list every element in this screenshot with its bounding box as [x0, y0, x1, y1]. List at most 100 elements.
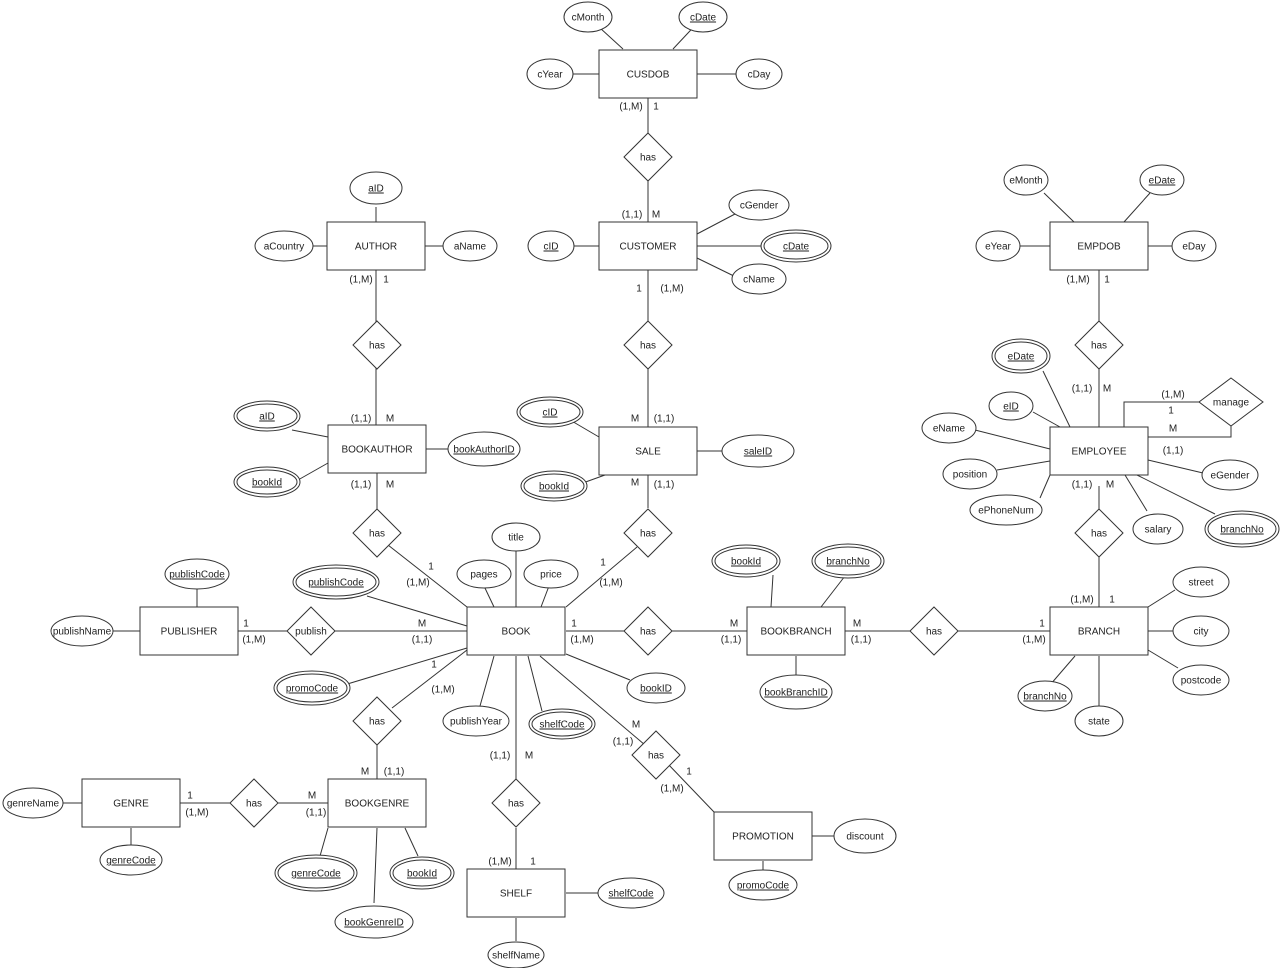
rel-book-shelf-label: has [508, 799, 524, 810]
rel-bookauthor-book: has [352, 508, 402, 558]
attribute-eID: eID [988, 391, 1034, 421]
attribute-label-state: state [1088, 717, 1110, 728]
attribute-bookId: bookId [389, 856, 455, 890]
attribute-genreName: genreName [2, 787, 64, 819]
entity-label-cusdob: CUSDOB [627, 70, 670, 81]
attribute-street: street [1172, 566, 1230, 598]
rel-employee-branch: has [1074, 508, 1124, 558]
attribute-label-bookId: bookId [539, 482, 569, 493]
attribute-label-cYear: cYear [537, 70, 563, 81]
cardinality-labels: (1,M) 1 (1,1) M 1 (1,M) M (1,1) M (1,1) 1 (1,M) (1,M… [185, 102, 1184, 868]
attribute-label-eName: eName [933, 424, 966, 435]
entity-label-author: AUTHOR [355, 242, 397, 253]
attribute-eDate: eDate [991, 338, 1051, 374]
rel-manage: manage [1198, 377, 1264, 427]
cardinality-oneMany: (1,M) [570, 635, 593, 646]
attribute-bookId: bookId [711, 544, 781, 578]
attribute-label-publishCode: publishCode [308, 578, 364, 589]
attribute-label-salary: salary [1145, 525, 1172, 536]
rel-book-promotion-label: has [648, 751, 664, 762]
cardinality-oneMany: (1,M) [488, 857, 511, 868]
attribute-label-eID: eID [1003, 402, 1019, 413]
attribute-label-genreCode: genreCode [106, 856, 156, 867]
attribute-label-bookID: bookID [640, 684, 672, 695]
attribute-aName: aName [442, 230, 498, 262]
rel-sale-book-label: has [640, 529, 656, 540]
attribute-cID: cID [527, 230, 575, 262]
entity-label-bookgenre: BOOKGENRE [345, 799, 410, 810]
cardinality-oneOne: (1,1) [1072, 480, 1093, 491]
cardinality-oneMany: (1,M) [660, 784, 683, 795]
attribute-publishCode: publishCode [164, 558, 230, 590]
cardinality-oneOne: (1,1) [1163, 446, 1184, 457]
cardinality-many: M [631, 478, 639, 489]
attribute-branchNo: branchNo [1204, 510, 1280, 548]
attribute-shelfCode: shelfCode [597, 877, 665, 909]
entity-label-customer: CUSTOMER [619, 242, 676, 253]
cardinality-oneOne: (1,1) [654, 480, 675, 491]
attribute-discount: discount [833, 818, 897, 854]
entity-label-employee: EMPLOYEE [1071, 447, 1126, 458]
rel-employee-branch-label: has [1091, 529, 1107, 540]
attribute-publishCode: publishCode [292, 564, 380, 600]
entity-publisher: PUBLISHER [139, 606, 239, 656]
entity-empdob: EMPDOB [1049, 221, 1149, 271]
cardinality-oneMany: (1,M) [431, 685, 454, 696]
attribute-label-cDate: cDate [783, 242, 810, 253]
attribute-pages: pages [456, 559, 512, 589]
rel-manage-label: manage [1213, 398, 1250, 409]
entity-branch: BRANCH [1049, 606, 1149, 656]
attribute-postcode: postcode [1172, 664, 1230, 696]
attribute-label-bookId: bookId [252, 478, 282, 489]
cardinality-one: 1 [1039, 619, 1045, 630]
attribute-label-cMonth: cMonth [572, 13, 605, 24]
entity-sale: SALE [598, 426, 698, 476]
cardinality-many: M [525, 751, 533, 762]
entity-bookgenre: BOOKGENRE [327, 778, 427, 828]
cardinality-oneMany: (1,M) [1070, 595, 1093, 606]
attribute-label-eMonth: eMonth [1009, 176, 1042, 187]
cardinality-oneOne: (1,1) [384, 767, 405, 778]
attribute-eDate: eDate [1139, 164, 1185, 196]
attribute-cDate: cDate [678, 1, 728, 33]
cardinality-one: 1 [1104, 275, 1110, 286]
attribute-publishName: publishName [50, 615, 114, 647]
cardinality-one: 1 [428, 562, 434, 573]
attribute-ePhoneNum: ePhoneNum [969, 494, 1043, 526]
entity-book: BOOK [466, 606, 566, 656]
attribute-label-genreName: genreName [7, 799, 60, 810]
cardinality-oneMany: (1,M) [1022, 635, 1045, 646]
attribute-label-publishYear: publishYear [450, 717, 503, 728]
rel-genre-bookgenre: has [229, 778, 279, 828]
rel-book-promotion: has [631, 730, 681, 780]
cardinality-many: M [632, 720, 640, 731]
cardinality-one: 1 [653, 102, 659, 113]
cardinality-oneOne: (1,1) [306, 808, 327, 819]
cardinality-many: M [853, 619, 861, 630]
attribute-bookId: bookId [520, 470, 588, 502]
rel-book-bookbranch-label: has [640, 627, 656, 638]
cardinality-many: M [386, 480, 394, 491]
rel-genre-bookgenre-label: has [246, 799, 262, 810]
cardinality-oneMany: (1,M) [1161, 390, 1184, 401]
cardinality-one: 1 [600, 558, 606, 569]
attribute-label-eDay: eDay [1182, 242, 1205, 253]
attribute-label-shelfName: shelfName [492, 951, 540, 962]
attribute-label-promoCode: promoCode [286, 684, 339, 695]
attribute-label-promoCode: promoCode [737, 881, 790, 892]
attribute-branchNo: branchNo [811, 543, 885, 579]
entity-label-publisher: PUBLISHER [161, 627, 218, 638]
cardinality-many: M [652, 210, 660, 221]
attribute-promoCode: promoCode [728, 869, 798, 901]
attribute-title: title [491, 522, 541, 552]
cardinality-oneOne: (1,1) [351, 480, 372, 491]
attribute-label-position: position [953, 470, 987, 481]
rel-book-bookgenre-label: has [369, 717, 385, 728]
attribute-branchNo: branchNo [1017, 680, 1073, 712]
cardinality-oneMany: (1,M) [1066, 275, 1089, 286]
rel-book-bookgenre: has [352, 696, 402, 746]
entity-shelf: SHELF [466, 868, 566, 918]
entity-customer: CUSTOMER [598, 221, 698, 271]
